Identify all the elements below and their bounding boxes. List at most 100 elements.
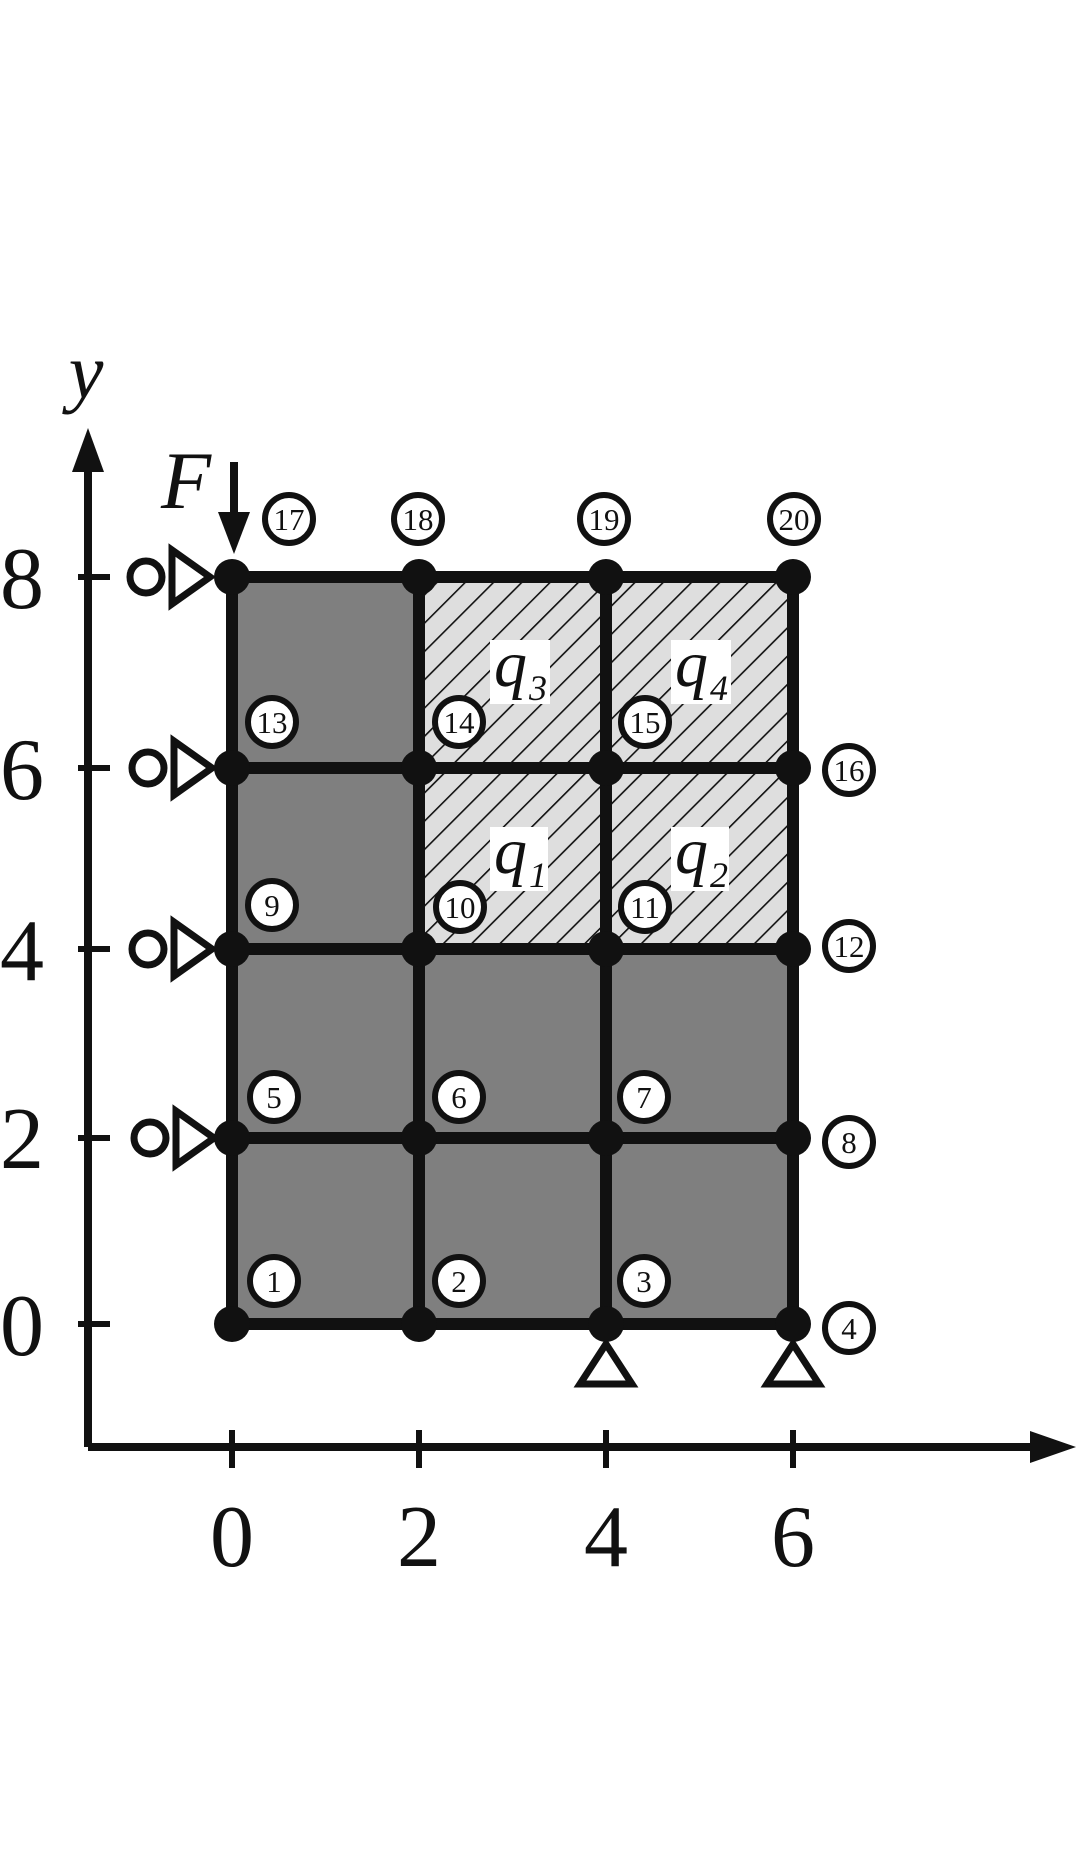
node-number: 18 <box>403 502 434 537</box>
node-dot <box>214 1120 250 1156</box>
node-dot <box>775 931 811 967</box>
roller-triangle-icon <box>170 734 219 802</box>
node-number: 2 <box>451 1264 467 1299</box>
node-number: 10 <box>445 890 476 925</box>
node-badge: 8 <box>822 1115 876 1169</box>
force-arrow-head <box>218 512 250 554</box>
y-tick-label: 4 <box>0 903 44 1000</box>
node-number: 1 <box>266 1264 282 1299</box>
node-badge: 5 <box>247 1070 301 1124</box>
bottom-supports <box>573 1337 826 1388</box>
node-number: 16 <box>834 753 865 788</box>
node-badge: 9 <box>245 878 299 932</box>
roller-triangle-icon <box>172 1104 221 1172</box>
node-dot <box>775 1306 811 1342</box>
y-axis-arrowhead <box>72 428 104 472</box>
node-dot <box>588 1120 624 1156</box>
node-badge: 17 <box>262 492 316 546</box>
flux-label-box <box>671 640 731 704</box>
flux-label-box <box>490 827 548 891</box>
flux-label-q2: q2 <box>675 815 728 895</box>
node-badge: 20 <box>767 492 821 546</box>
node-badge: 3 <box>617 1254 671 1308</box>
node-dot <box>588 1306 624 1342</box>
y-ticks <box>78 574 110 1327</box>
hatched-elements <box>419 577 793 949</box>
x-tick-labels: 0 2 4 6 <box>210 1489 815 1586</box>
roller-triangle-icon <box>170 915 219 983</box>
flux-label-q1: q1 <box>494 815 547 895</box>
x-tick-label: 6 <box>771 1489 815 1586</box>
force-load: F <box>160 435 250 554</box>
node-badge: 13 <box>245 695 299 749</box>
node-number: 13 <box>257 705 288 740</box>
node-badges: 1 2 3 4 5 6 7 8 <box>245 492 876 1355</box>
node-number: 4 <box>841 1311 857 1346</box>
node-dot <box>775 559 811 595</box>
roller-triangle-icon <box>168 543 217 611</box>
pin-support-triangle-icon <box>760 1337 826 1388</box>
x-tick-label: 2 <box>397 1489 441 1586</box>
force-label: F <box>160 435 212 526</box>
left-supports <box>126 543 221 1172</box>
flux-label-q4: q4 <box>675 628 728 708</box>
node-number: 11 <box>630 890 660 925</box>
node-badge: 4 <box>822 1301 876 1355</box>
y-tick-label: 8 <box>0 531 44 628</box>
flux-label-q3: q3 <box>494 628 547 708</box>
node-dot <box>401 750 437 786</box>
pin-support-triangle-icon <box>573 1337 639 1388</box>
flux-label-box <box>490 640 550 704</box>
x-tick-label: 4 <box>584 1489 628 1586</box>
axes <box>84 470 1030 1451</box>
node-number: 6 <box>451 1080 467 1115</box>
y-tick-label: 6 <box>0 722 44 819</box>
node-dot <box>588 931 624 967</box>
node-dot <box>775 1120 811 1156</box>
node-dot <box>401 1120 437 1156</box>
node-dot <box>214 559 250 595</box>
node-dot <box>214 931 250 967</box>
node-badge: 16 <box>822 743 876 797</box>
node-dots <box>214 559 811 1342</box>
flux-labels: q1 q2 q3 q4 <box>490 628 731 895</box>
node-number: 14 <box>444 705 476 740</box>
x-tick-label: 0 <box>210 1489 254 1586</box>
node-badge: 15 <box>618 695 672 749</box>
y-tick-label: 2 <box>0 1091 44 1188</box>
node-dot <box>775 750 811 786</box>
node-number: 19 <box>589 502 620 537</box>
node-badge: 18 <box>391 492 445 546</box>
roller-wheel-icon <box>130 1118 170 1158</box>
x-axis-arrowhead <box>1030 1431 1076 1463</box>
node-number: 5 <box>266 1080 282 1115</box>
node-dot <box>401 559 437 595</box>
y-tick-label: 0 <box>0 1278 44 1375</box>
roller-wheel-icon <box>128 748 168 788</box>
roller-wheel-icon <box>128 929 168 969</box>
node-number: 17 <box>274 502 305 537</box>
node-number: 12 <box>834 929 865 964</box>
node-number: 9 <box>264 888 280 923</box>
node-number: 15 <box>630 705 661 740</box>
node-badge: 12 <box>822 919 876 973</box>
node-dot <box>401 1306 437 1342</box>
y-axis-label: y <box>62 328 104 415</box>
node-dot <box>401 931 437 967</box>
node-badge: 11 <box>618 880 672 934</box>
node-badge: 14 <box>432 695 486 749</box>
node-badge: 1 <box>247 1254 301 1308</box>
node-badge: 7 <box>617 1070 671 1124</box>
node-number: 8 <box>841 1125 857 1160</box>
node-number: 7 <box>636 1080 652 1115</box>
node-dot <box>588 750 624 786</box>
node-badge: 2 <box>432 1254 486 1308</box>
node-badge: 19 <box>577 492 631 546</box>
node-dot <box>588 559 624 595</box>
node-dot <box>214 750 250 786</box>
node-badge: 10 <box>433 880 487 934</box>
node-number: 3 <box>636 1264 652 1299</box>
x-ticks <box>229 1430 796 1468</box>
node-badge: 6 <box>432 1070 486 1124</box>
